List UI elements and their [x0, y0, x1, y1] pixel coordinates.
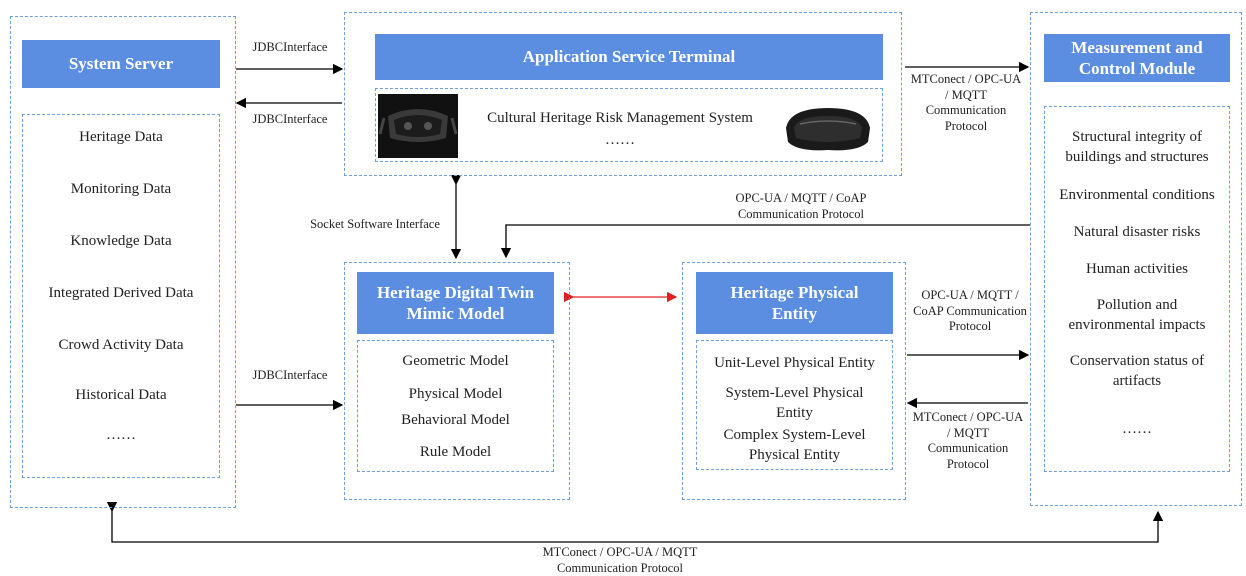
- protocol-label-measurement-to-physical: MTConect / OPC-UA / MQTT Communication P…: [912, 410, 1024, 471]
- jdbc-label-top: JDBCInterface: [252, 40, 328, 54]
- jdbc-label-mid: JDBCInterface: [252, 112, 328, 126]
- server-item-integrated-derived-data: Integrated Derived Data: [48, 285, 194, 301]
- ar-glasses-icon: [778, 98, 878, 158]
- measurement-module-title: Measurement and Control Module: [1044, 34, 1230, 82]
- risk-management-system-label: Cultural Heritage Risk Management System: [487, 110, 753, 126]
- digital-twin-items: Geometric Model Physical Model Behaviora…: [357, 340, 554, 472]
- twin-item-rule-model: Rule Model: [419, 444, 492, 460]
- digital-twin-panel: [344, 262, 570, 500]
- app-terminal-title: Application Service Terminal: [375, 34, 883, 80]
- server-item-monitoring-data: Monitoring Data: [70, 181, 172, 197]
- protocol-label-bottom: MTConect / OPC-UA / MQTT Communication P…: [542, 545, 698, 575]
- app-terminal-content: [375, 88, 883, 162]
- measurement-item-ellipsis: ……: [1122, 421, 1152, 437]
- server-item-crowd-activity-data: Crowd Activity Data: [58, 337, 184, 353]
- system-server-panel: [10, 16, 236, 508]
- measurement-item-pollution: Pollution and environmental impacts: [1068, 297, 1206, 333]
- system-server-items: Heritage Data Monitoring Data Knowledge …: [22, 114, 220, 478]
- protocol-label-measurement-to-twin: OPC-UA / MQTT / CoAP Communication Proto…: [735, 191, 867, 221]
- physical-entity-title: Heritage Physical Entity: [696, 272, 893, 334]
- server-item-ellipsis: ……: [106, 427, 136, 443]
- server-item-knowledge-data: Knowledge Data: [70, 233, 172, 249]
- physical-entity-list: [696, 340, 893, 470]
- protocol-bottom-loop: [106, 501, 1164, 543]
- jdbc-label-bottom: JDBCInterface: [252, 368, 328, 382]
- digital-twin-list: [357, 340, 554, 472]
- measurement-item-human-activities: Human activities: [1085, 261, 1189, 277]
- entity-item-unit-level: Unit-Level Physical Entity: [714, 355, 875, 371]
- measurement-item-conservation-status: Conservation status of artifacts: [1069, 353, 1205, 389]
- app-terminal-ellipsis: ……: [605, 132, 635, 148]
- measurement-module-list: [1044, 106, 1230, 472]
- physical-entity-items: Unit-Level Physical Entity System-Level …: [696, 340, 893, 470]
- socket-interface-label: Socket Software Interface: [310, 217, 440, 231]
- physical-entity-panel: [682, 262, 906, 500]
- entity-item-system-level: System-Level Physical Entity: [725, 385, 864, 421]
- measurement-item-natural-disaster-risks: Natural disaster risks: [1073, 224, 1201, 240]
- twin-item-behavioral-model: Behavioral Model: [401, 412, 510, 428]
- server-item-historical-data: Historical Data: [75, 387, 167, 403]
- protocol-label-app-to-measurement: MTConect / OPC-UA / MQTT Communication P…: [910, 72, 1022, 133]
- app-terminal-panel: [344, 12, 902, 176]
- protocol-arrow-to-twin: [500, 224, 1030, 259]
- server-item-heritage-data: Heritage Data: [79, 129, 163, 145]
- protocol-label-physical-to-measurement: OPC-UA / MQTT / CoAP Communication Proto…: [913, 288, 1027, 334]
- twin-item-physical-model: Physical Model: [408, 386, 503, 402]
- measurement-item-structural-integrity: Structural integrity of buildings and st…: [1065, 129, 1209, 165]
- entity-item-complex-system-level: Complex System-Level Physical Entity: [723, 427, 866, 463]
- twin-item-geometric-model: Geometric Model: [402, 353, 509, 369]
- system-server-data-list: [22, 114, 220, 478]
- measurement-item-environmental-conditions: Environmental conditions: [1059, 187, 1215, 203]
- measurement-items: Structural integrity of buildings and st…: [1044, 106, 1230, 472]
- measurement-module-panel: [1030, 12, 1242, 506]
- digital-twin-title: Heritage Digital Twin Mimic Model: [357, 272, 554, 334]
- vr-headset-icon: [378, 94, 458, 158]
- system-server-title: System Server: [22, 40, 220, 88]
